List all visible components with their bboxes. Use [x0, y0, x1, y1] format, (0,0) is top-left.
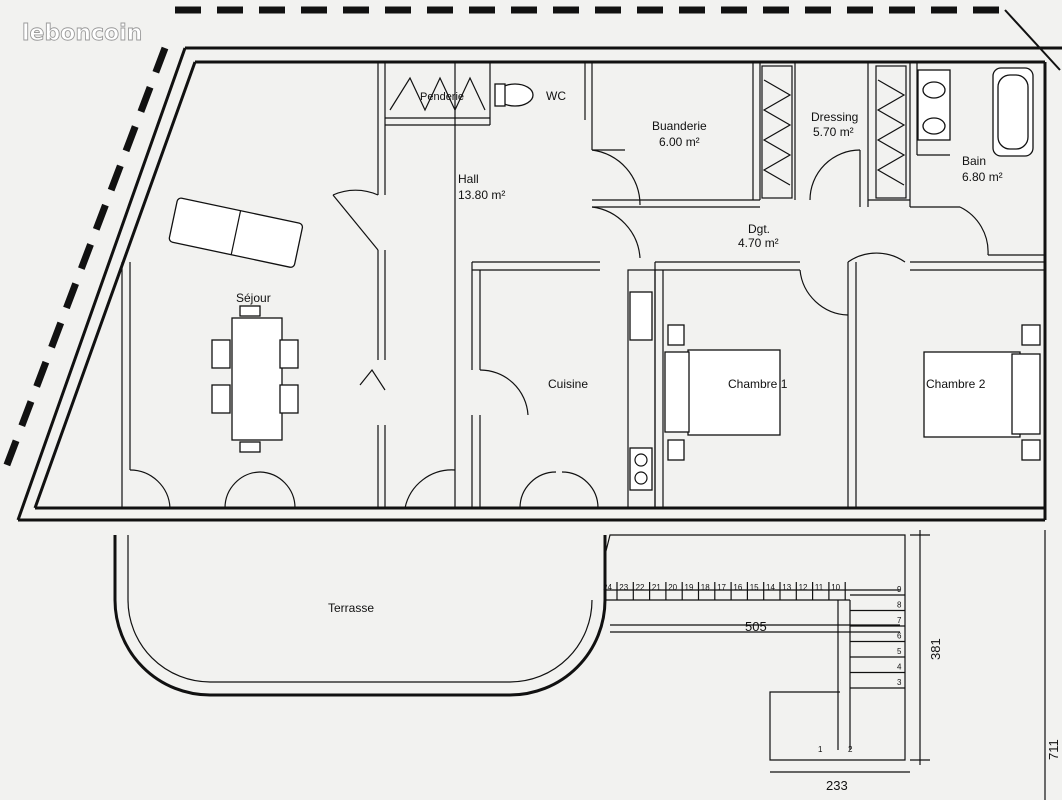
stair-step-number: 14 — [766, 583, 775, 592]
stair-step-numbers-horizontal: 24 23 22 21 20 19 18 17 16 15 14 13 12 11 10 — [603, 583, 841, 592]
boundary-left — [1, 46, 169, 472]
bain-name: Bain — [962, 154, 986, 168]
stair-step-number: 11 — [815, 583, 824, 592]
terrace — [113, 535, 607, 697]
buanderie-area: 6.00 m² — [659, 135, 700, 149]
sanitary — [494, 67, 1034, 157]
stair-step-number: 24 — [603, 583, 612, 592]
dressing-wardrobes — [761, 65, 907, 199]
stair-step-number: 8 — [897, 601, 902, 610]
dgt-name: Dgt. — [748, 222, 770, 236]
stair-step-number: 17 — [717, 583, 726, 592]
sejour-name: Séjour — [236, 291, 271, 305]
beds — [664, 324, 1041, 461]
dimension-labels: 505 381 233 711 — [745, 619, 1061, 793]
stair-step-number: 2 — [848, 745, 853, 754]
penderie-hanger — [389, 76, 486, 112]
dressing-name: Dressing — [811, 110, 858, 124]
stair-step-number: 18 — [701, 583, 710, 592]
stair-step-number: 7 — [897, 616, 902, 625]
stair-step-number: 3 — [897, 678, 902, 687]
stair-step-number: 15 — [750, 583, 759, 592]
chambre2-name: Chambre 2 — [926, 377, 986, 391]
stair-step-number: 6 — [897, 632, 902, 641]
dressing-area: 5.70 m² — [813, 125, 854, 139]
chambre1-name: Chambre 1 — [728, 377, 788, 391]
stair-step-number: 10 — [831, 583, 840, 592]
cuisine-name: Cuisine — [548, 377, 588, 391]
sejour-furniture — [168, 197, 304, 453]
stair-step-number: 4 — [897, 663, 902, 672]
dim-stair-height: 381 — [928, 638, 943, 660]
stair-step-number: 1 — [818, 745, 823, 754]
stair-step-number: 20 — [668, 583, 677, 592]
dim-stair-length: 505 — [745, 619, 767, 634]
watermark-logo: leboncoin — [22, 21, 142, 46]
boundary-corner — [1004, 9, 1061, 71]
stair-step-number: 12 — [799, 583, 808, 592]
stair-step-number: 23 — [619, 583, 628, 592]
dim-landing-width: 233 — [826, 778, 848, 793]
stair-step-number: 13 — [782, 583, 791, 592]
stair-step-number: 21 — [652, 583, 661, 592]
outer-walls — [16, 46, 1062, 522]
terrasse-name: Terrasse — [328, 601, 374, 615]
wc-label: WC — [546, 89, 566, 103]
stair-step-number: 16 — [733, 583, 742, 592]
kitchen-counter — [627, 269, 656, 509]
hall-area: 13.80 m² — [458, 188, 505, 202]
bain-area: 6.80 m² — [962, 170, 1003, 184]
buanderie-name: Buanderie — [652, 119, 707, 133]
dim-edge-height: 711 — [1046, 739, 1061, 760]
stair-step-numbers-vertical: 9 8 7 6 5 4 3 — [897, 585, 902, 687]
stair-step-number: 9 — [897, 585, 902, 594]
stair-step-number: 5 — [897, 647, 902, 656]
dimension-lines — [610, 530, 1046, 800]
doors — [129, 149, 989, 509]
stair-step-number: 19 — [685, 583, 694, 592]
stair-step-number: 22 — [636, 583, 645, 592]
penderie-label: Penderie — [420, 91, 464, 103]
dgt-area: 4.70 m² — [738, 236, 779, 250]
interior-walls — [121, 62, 1045, 508]
hall-name: Hall — [458, 172, 479, 186]
room-labels: Penderie WC Buanderie 6.00 m² Dressing 5… — [236, 89, 1003, 615]
